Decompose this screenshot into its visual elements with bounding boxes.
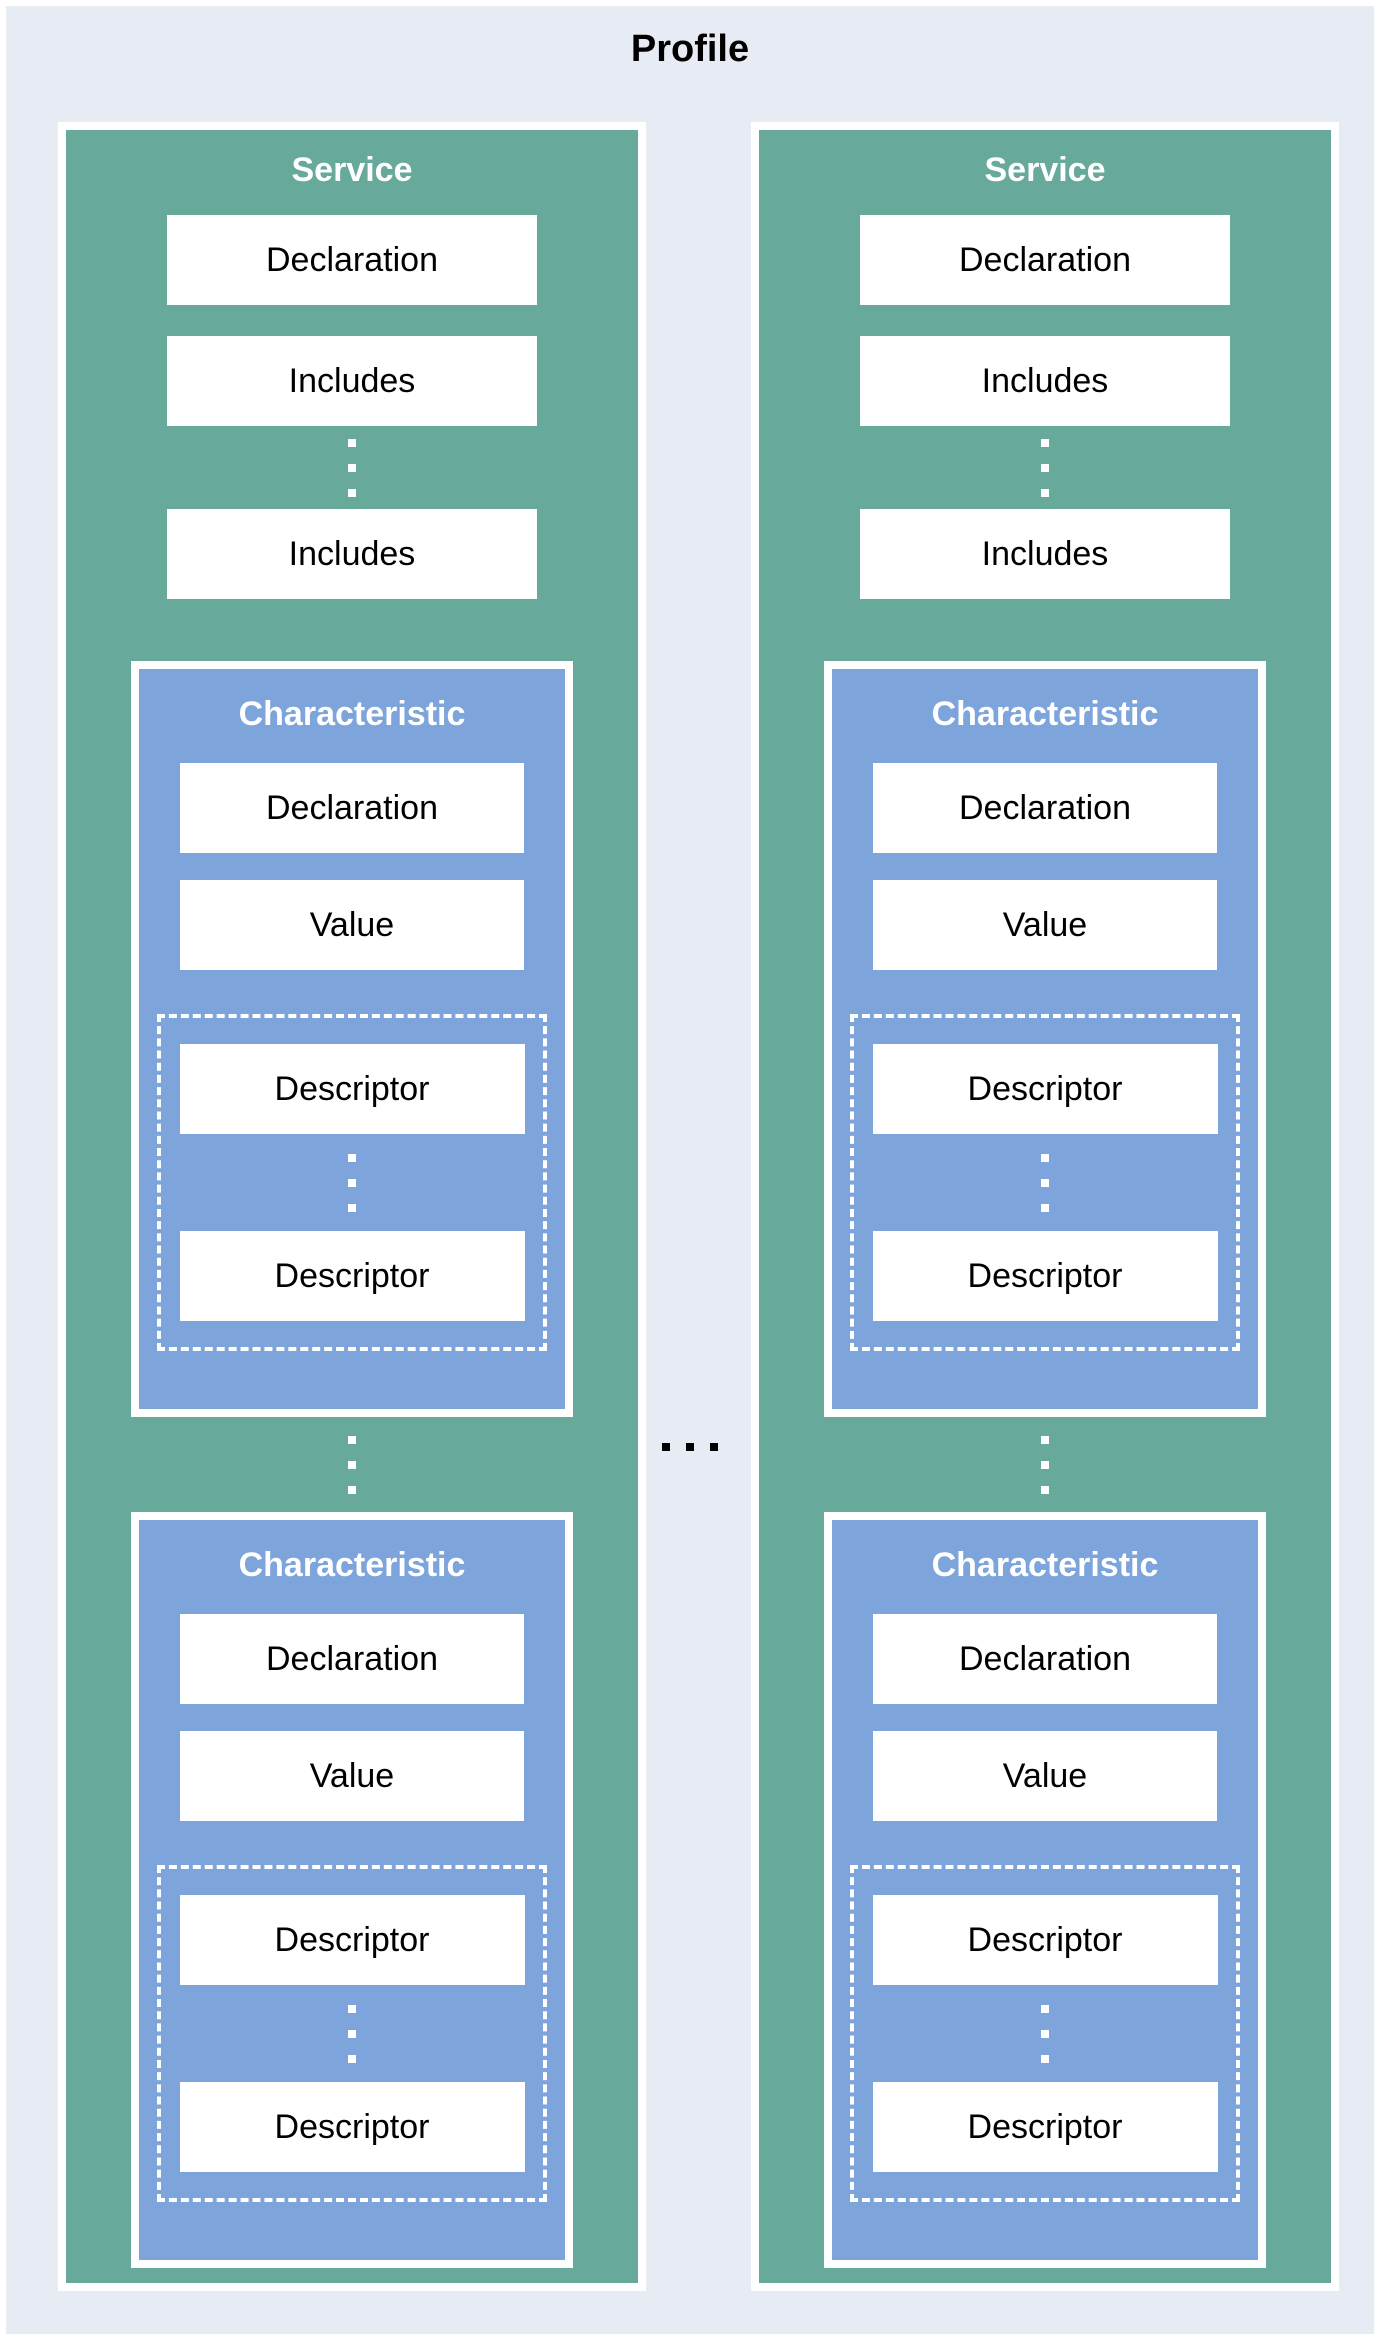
characteristic-panel: Characteristic Declaration Value Descrip… — [131, 661, 573, 1417]
vertical-ellipsis-icon — [66, 1417, 638, 1512]
characteristic-value-box: Value — [180, 880, 524, 970]
characteristic-title: Characteristic — [931, 1546, 1159, 1584]
characteristic-title: Characteristic — [238, 1546, 466, 1584]
vertical-ellipsis-icon — [161, 1985, 543, 2082]
characteristic-value-box: Value — [873, 880, 1217, 970]
service-includes-box: Includes — [167, 336, 537, 426]
descriptor-box: Descriptor — [179, 2082, 525, 2172]
characteristic-declaration-box: Declaration — [873, 1614, 1217, 1704]
descriptor-box: Descriptor — [872, 1044, 1218, 1134]
descriptor-group: Descriptor Descriptor — [850, 1014, 1240, 1351]
characteristic-title: Characteristic — [238, 695, 466, 733]
characteristic-panel: Characteristic Declaration Value Descrip… — [131, 1512, 573, 2268]
page-title: Profile — [630, 28, 750, 70]
descriptor-box: Descriptor — [179, 1895, 525, 1985]
service-declaration-box: Declaration — [167, 215, 537, 305]
vertical-ellipsis-icon — [759, 1417, 1331, 1512]
vertical-ellipsis-icon — [854, 1985, 1236, 2082]
descriptor-box: Descriptor — [179, 1044, 525, 1134]
characteristic-title: Characteristic — [931, 695, 1159, 733]
characteristic-panel: Characteristic Declaration Value Descrip… — [824, 1512, 1266, 2268]
vertical-ellipsis-icon — [66, 426, 638, 509]
vertical-ellipsis-icon — [161, 1134, 543, 1231]
descriptor-box: Descriptor — [872, 1895, 1218, 1985]
vertical-ellipsis-icon — [759, 426, 1331, 509]
service-panel: Service Declaration Includes Includes Ch… — [751, 122, 1339, 2291]
characteristic-declaration-box: Declaration — [180, 763, 524, 853]
horizontal-ellipsis-icon — [6, 1443, 1374, 1451]
service-includes-box: Includes — [167, 509, 537, 599]
service-includes-box: Includes — [860, 336, 1230, 426]
characteristic-declaration-box: Declaration — [873, 763, 1217, 853]
service-declaration-box: Declaration — [860, 215, 1230, 305]
descriptor-group: Descriptor Descriptor — [850, 1865, 1240, 2202]
service-title: Service — [984, 151, 1106, 189]
service-includes-box: Includes — [860, 509, 1230, 599]
characteristic-value-box: Value — [873, 1731, 1217, 1821]
service-title: Service — [291, 151, 413, 189]
descriptor-box: Descriptor — [872, 1231, 1218, 1321]
characteristic-declaration-box: Declaration — [180, 1614, 524, 1704]
characteristic-panel: Characteristic Declaration Value Descrip… — [824, 661, 1266, 1417]
descriptor-box: Descriptor — [179, 1231, 525, 1321]
descriptor-box: Descriptor — [872, 2082, 1218, 2172]
descriptor-group: Descriptor Descriptor — [157, 1014, 547, 1351]
descriptor-group: Descriptor Descriptor — [157, 1865, 547, 2202]
vertical-ellipsis-icon — [854, 1134, 1236, 1231]
characteristic-value-box: Value — [180, 1731, 524, 1821]
service-panel: Service Declaration Includes Includes Ch… — [58, 122, 646, 2291]
